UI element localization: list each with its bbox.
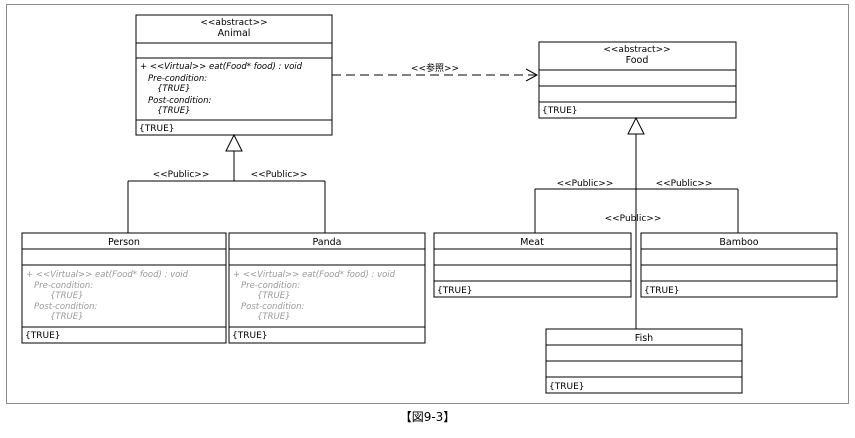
panda-precondition-label: Pre-condition: — [241, 281, 300, 291]
person-precondition-value: {TRUE} — [50, 291, 84, 301]
person-precondition-label: Pre-condition: — [34, 281, 93, 291]
fish-invariant: {TRUE} — [549, 382, 584, 392]
figure-caption: 【図9-3】 — [399, 410, 456, 424]
class-animal[interactable]: <<abstract>> Animal + <<Virtual>> eat(Fo… — [135, 14, 333, 136]
animal-generalization-tree[interactable]: <<Public>> <<Public>> — [127, 133, 326, 233]
food-generalization-triangle-icon — [627, 116, 645, 135]
food-stereotype: <<abstract>> — [603, 45, 670, 55]
food-class-name: Food — [626, 55, 649, 66]
class-meat[interactable]: Meat {TRUE} — [433, 232, 632, 298]
animal-invariant: {TRUE} — [139, 124, 174, 134]
person-class-name: Person — [108, 237, 140, 248]
animal-precondition-label: Pre-condition: — [148, 74, 207, 84]
class-food[interactable]: <<abstract>> Food {TRUE} — [538, 41, 737, 119]
animal-stereotype: <<abstract>> — [200, 18, 267, 28]
bamboo-invariant: {TRUE} — [644, 286, 679, 296]
panda-invariant: {TRUE} — [232, 331, 267, 341]
class-diagram: <<abstract>> Animal + <<Virtual>> eat(Fo… — [21, 14, 838, 394]
animal-precondition-value: {TRUE} — [157, 84, 191, 94]
panda-postcondition-value: {TRUE} — [257, 312, 291, 322]
class-person[interactable]: Person + <<Virtual>> eat(Food* food) : v… — [21, 232, 227, 344]
meat-generalization-label: <<Public>> — [557, 179, 614, 189]
meat-invariant: {TRUE} — [437, 286, 472, 296]
animal-postcondition-label: Post-condition: — [148, 96, 211, 106]
panda-precondition-value: {TRUE} — [257, 291, 291, 301]
person-postcondition-value: {TRUE} — [50, 312, 84, 322]
reference-dependency-arrow[interactable]: <<参照>> — [332, 62, 539, 82]
reference-label: <<参照>> — [411, 62, 459, 74]
bamboo-class-name: Bamboo — [719, 237, 758, 248]
class-bamboo[interactable]: Bamboo {TRUE} — [640, 232, 838, 298]
person-operation-signature: + <<Virtual>> eat(Food* food) : void — [26, 270, 189, 280]
panda-class-name: Panda — [313, 237, 342, 248]
bamboo-generalization-label: <<Public>> — [656, 179, 713, 189]
person-postcondition-label: Post-condition: — [34, 302, 97, 312]
person-invariant: {TRUE} — [25, 331, 60, 341]
animal-operation-signature: + <<Virtual>> eat(Food* food) : void — [140, 62, 303, 72]
diagram-canvas: <<abstract>> Animal + <<Virtual>> eat(Fo… — [6, 4, 849, 404]
animal-generalization-triangle-icon — [225, 133, 243, 152]
animal-class-name: Animal — [218, 28, 251, 39]
panda-postcondition-label: Post-condition: — [241, 302, 304, 312]
panda-generalization-label: <<Public>> — [251, 170, 308, 180]
fish-class-name: Fish — [635, 333, 653, 344]
class-panda[interactable]: Panda + <<Virtual>> eat(Food* food) : vo… — [228, 232, 426, 344]
meat-class-name: Meat — [520, 237, 544, 248]
food-generalization-tree[interactable]: <<Public>> <<Public>> <<Public>> — [534, 116, 739, 329]
class-fish[interactable]: Fish {TRUE} — [545, 328, 743, 394]
fish-generalization-label: <<Public>> — [605, 214, 662, 224]
panda-operation-signature: + <<Virtual>> eat(Food* food) : void — [233, 270, 396, 280]
animal-postcondition-value: {TRUE} — [157, 106, 191, 116]
person-generalization-label: <<Public>> — [153, 170, 210, 180]
food-invariant: {TRUE} — [542, 106, 577, 116]
